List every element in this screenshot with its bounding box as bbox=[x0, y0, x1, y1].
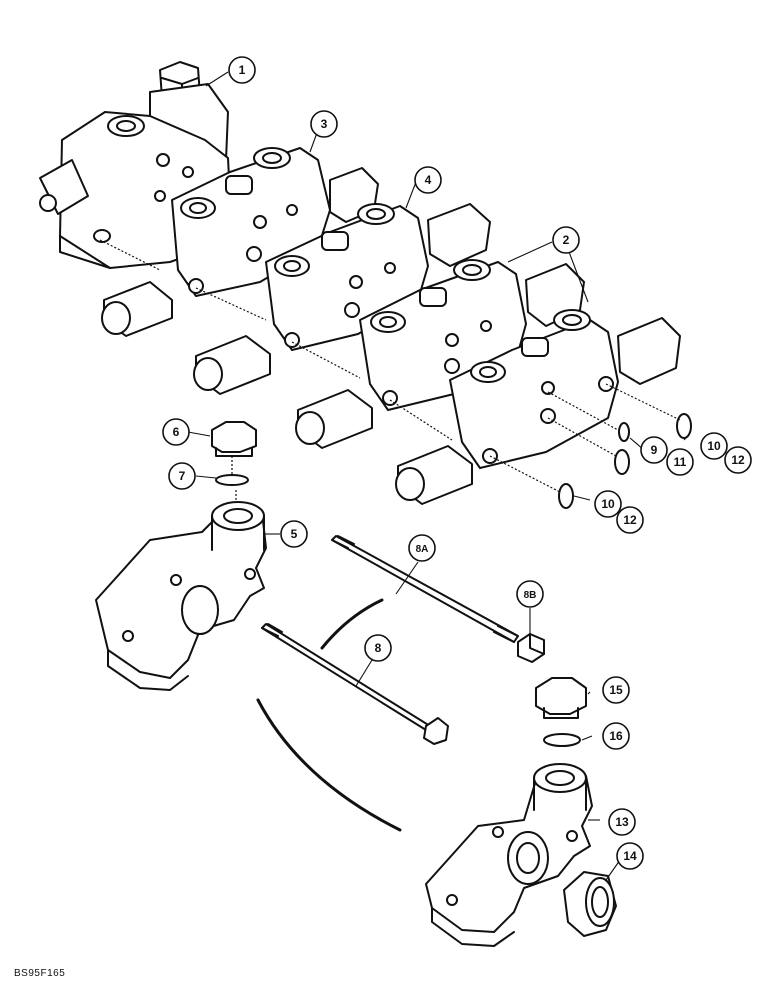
callout-label: 4 bbox=[425, 173, 432, 187]
callout-13: 13 bbox=[608, 808, 636, 836]
callout-1: 1 bbox=[228, 56, 256, 84]
callout-label: 2 bbox=[563, 233, 570, 247]
callout-label: 5 bbox=[291, 527, 298, 541]
callout-12-lower: 12 bbox=[616, 506, 644, 534]
callout-8: 8 bbox=[364, 634, 392, 662]
o-ring-9 bbox=[618, 422, 630, 442]
callout-8a: 8A bbox=[408, 534, 436, 562]
callout-3: 3 bbox=[310, 110, 338, 138]
plug-15 bbox=[535, 677, 587, 719]
callout-10-lower: 10 bbox=[594, 490, 622, 518]
o-ring-7 bbox=[215, 474, 249, 486]
tie-rod-8a bbox=[331, 535, 519, 643]
callout-label: 16 bbox=[609, 729, 623, 743]
o-ring-16 bbox=[543, 733, 581, 747]
callout-2: 2 bbox=[552, 226, 580, 254]
callout-label: 11 bbox=[674, 455, 687, 469]
callout-label: 10 bbox=[601, 497, 615, 511]
callout-label: 15 bbox=[609, 683, 623, 697]
figure-code: BS95F165 bbox=[14, 968, 66, 979]
callout-10-upper: 10 bbox=[700, 432, 728, 460]
alignment-lines bbox=[99, 239, 681, 508]
callout-label: 3 bbox=[321, 117, 328, 131]
end-cover-5 bbox=[95, 501, 267, 691]
callout-11: 11 bbox=[666, 448, 694, 476]
callout-label: 7 bbox=[179, 469, 186, 483]
o-ring-10-lower bbox=[614, 449, 630, 475]
nut-8b bbox=[517, 633, 545, 663]
callout-label: 14 bbox=[623, 849, 637, 863]
motion-arc-lower bbox=[256, 698, 402, 832]
callout-14: 14 bbox=[616, 842, 644, 870]
o-ring-10-upper bbox=[676, 413, 692, 439]
plug-6 bbox=[211, 421, 257, 457]
callout-label: 1 bbox=[239, 63, 246, 77]
callout-8b: 8B bbox=[516, 580, 544, 608]
callout-label: 8B bbox=[524, 590, 537, 601]
o-ring-12-lower bbox=[558, 483, 574, 509]
control-section-2b bbox=[395, 309, 681, 505]
callout-7: 7 bbox=[168, 462, 196, 490]
motion-arc-upper bbox=[320, 598, 384, 650]
callout-5: 5 bbox=[280, 520, 308, 548]
leader-lines bbox=[187, 71, 687, 881]
callout-label: 12 bbox=[623, 513, 637, 527]
end-cover-13 bbox=[425, 763, 593, 947]
callout-16: 16 bbox=[602, 722, 630, 750]
callout-label: 12 bbox=[731, 453, 745, 467]
callout-label: 9 bbox=[651, 443, 658, 457]
callout-12-upper: 12 bbox=[724, 446, 752, 474]
fitting-14 bbox=[563, 871, 617, 937]
callout-15: 15 bbox=[602, 676, 630, 704]
callout-label: 13 bbox=[615, 815, 629, 829]
callout-6: 6 bbox=[162, 418, 190, 446]
callout-label: 8 bbox=[375, 641, 382, 655]
callout-label: 6 bbox=[173, 425, 180, 439]
callout-label: 8A bbox=[416, 544, 429, 555]
callout-9: 9 bbox=[640, 436, 668, 464]
tie-rod-8 bbox=[261, 623, 449, 745]
callout-label: 10 bbox=[707, 439, 721, 453]
callout-4: 4 bbox=[414, 166, 442, 194]
